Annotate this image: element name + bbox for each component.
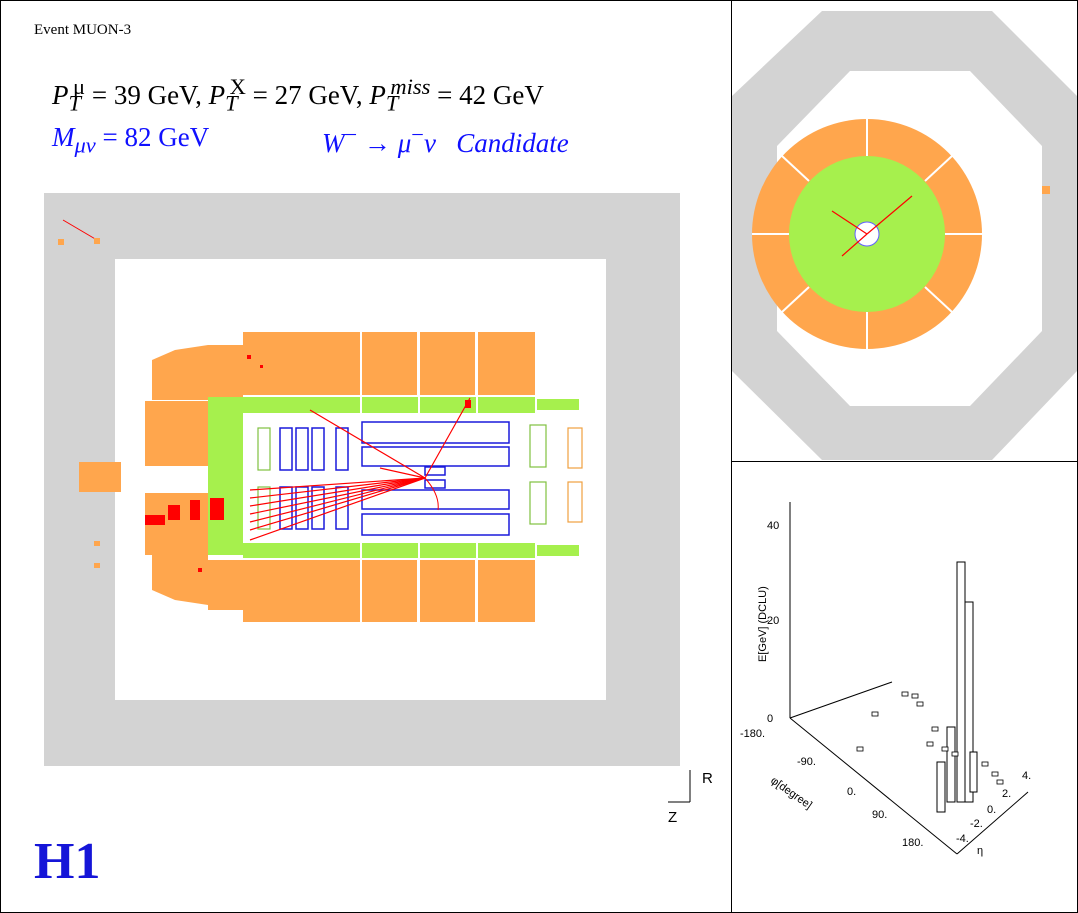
lego-plot: 40 20 0 E[GeV] (DCLU) -180. -90. 0. 90. …	[740, 502, 1031, 857]
lego-phi-axis	[789, 717, 958, 855]
end-view-display	[732, 11, 1077, 460]
lego-towers	[936, 561, 978, 813]
rz-axis-indicator	[668, 770, 691, 803]
lego-y-tick-40: 40	[767, 520, 779, 532]
lego-eta-tick-2: 0.	[987, 804, 996, 816]
lego-phi-label: φ[degree]	[768, 775, 814, 812]
lego-phi-tick-2: 0.	[847, 786, 856, 798]
panel-divider-horizontal	[731, 461, 1078, 462]
lego-phi-tick-3: 90.	[872, 809, 887, 821]
calo-upper-backward	[152, 345, 208, 400]
momenta-line: PTμ = 39 GeV, PTX = 27 GeV, PTmiss = 42 …	[52, 74, 544, 116]
h1-logo: H1	[34, 833, 101, 890]
lego-y-label: E[GeV] (DCLU)	[757, 586, 769, 662]
lego-eta-tick-0: -4.	[956, 833, 969, 845]
side-view-display: R Z	[44, 193, 713, 826]
event-label: Event MUON-3	[34, 22, 132, 38]
lego-eta-tick-3: 2.	[1002, 788, 1011, 800]
lego-y-tick-20: 20	[767, 615, 779, 627]
axis-z-label: Z	[668, 809, 677, 826]
calo-upper-main	[243, 332, 360, 395]
decay-text: W− → μ−ν Candidate	[322, 122, 569, 158]
lego-eta-tick-1: -2.	[970, 818, 983, 830]
lego-eta-label: η	[977, 845, 983, 857]
lego-eta-tick-4: 4.	[1022, 770, 1031, 782]
panel-divider-vertical	[731, 0, 732, 913]
lego-y-tick-0: 0	[767, 713, 773, 725]
lego-eta-axis	[956, 791, 1029, 855]
lego-phi-tick-1: -90.	[797, 756, 816, 768]
calo-lower-main	[243, 560, 360, 622]
mass-line: Mμν = 82 GeV W− → μ−ν Candidate	[52, 122, 569, 158]
calo-beampipe-block	[79, 462, 121, 492]
axis-r-label: R	[702, 770, 713, 787]
lego-phi-tick-4: 180.	[902, 837, 923, 849]
particle-tracks	[249, 397, 471, 541]
lego-phi-tick-0: -180.	[740, 728, 765, 740]
mass-text: Mμν = 82 GeV	[52, 122, 210, 158]
